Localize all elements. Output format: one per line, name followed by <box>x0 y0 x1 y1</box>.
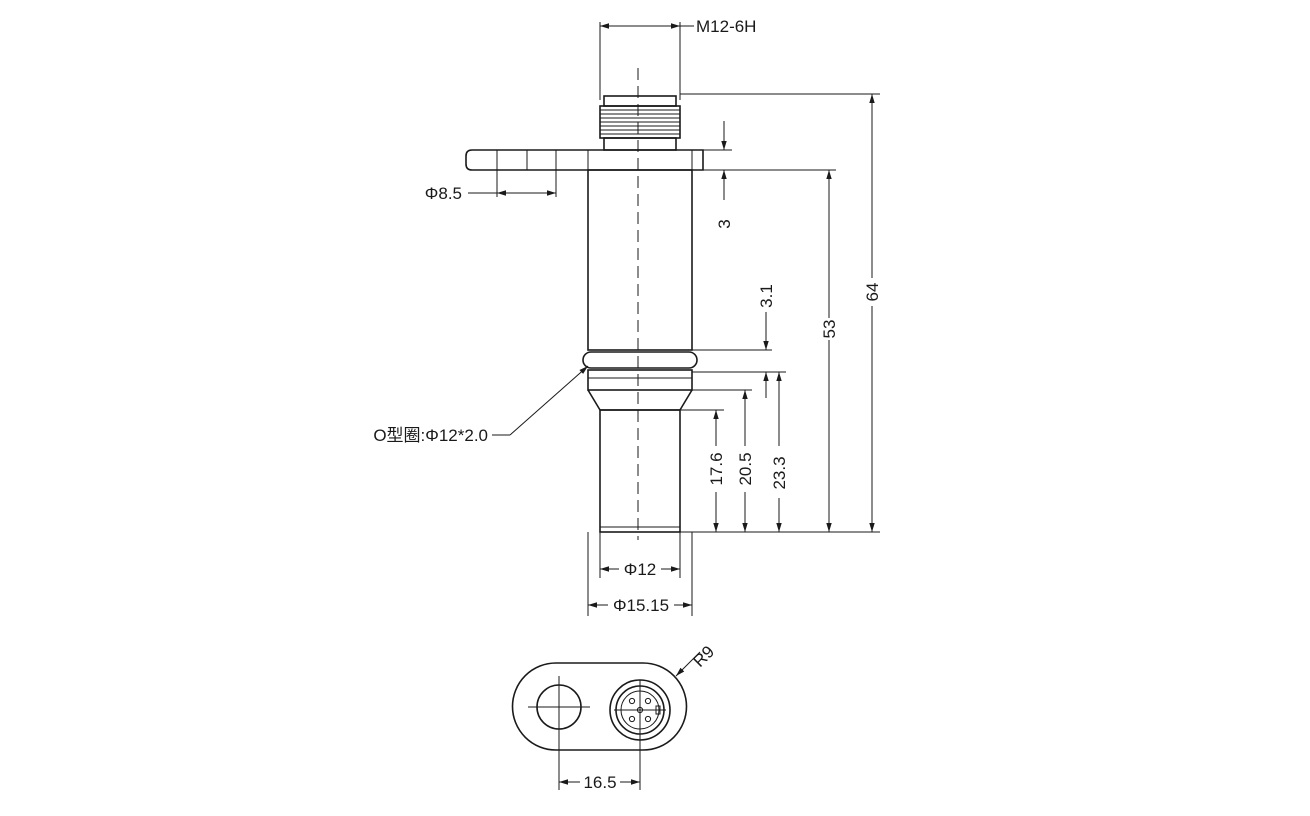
flange <box>465 149 704 171</box>
dimension-labels: M12-6H Φ8.5 3 3.1 O型圈:Φ12*2.0 53 64 17.6… <box>373 17 882 792</box>
top-view <box>511 651 701 790</box>
length-53-label: 53 <box>820 320 839 339</box>
diameter-15-15-label: Φ15.15 <box>613 596 669 615</box>
flange-thickness-label: 3 <box>715 219 734 228</box>
length-20-5-label: 20.5 <box>736 452 755 485</box>
dimension-lines <box>468 22 880 616</box>
length-23-3-label: 23.3 <box>770 456 789 489</box>
connector-thread <box>599 95 681 151</box>
o-ring-label: O型圈:Φ12*2.0 <box>373 426 488 445</box>
lower-body <box>587 369 693 533</box>
groove-width-label: 3.1 <box>757 284 776 308</box>
center-distance-label: 16.5 <box>583 773 616 792</box>
side-view <box>465 68 704 540</box>
length-17-6-label: 17.6 <box>707 452 726 485</box>
thread-label: M12-6H <box>696 17 756 36</box>
upper-body <box>587 169 693 351</box>
radius-label: R9 <box>689 642 718 671</box>
length-64-label: 64 <box>863 283 882 302</box>
hole-diameter-label: Φ8.5 <box>425 184 462 203</box>
o-ring <box>582 351 698 369</box>
flange-outline <box>511 662 688 751</box>
diameter-12-label: Φ12 <box>624 560 656 579</box>
